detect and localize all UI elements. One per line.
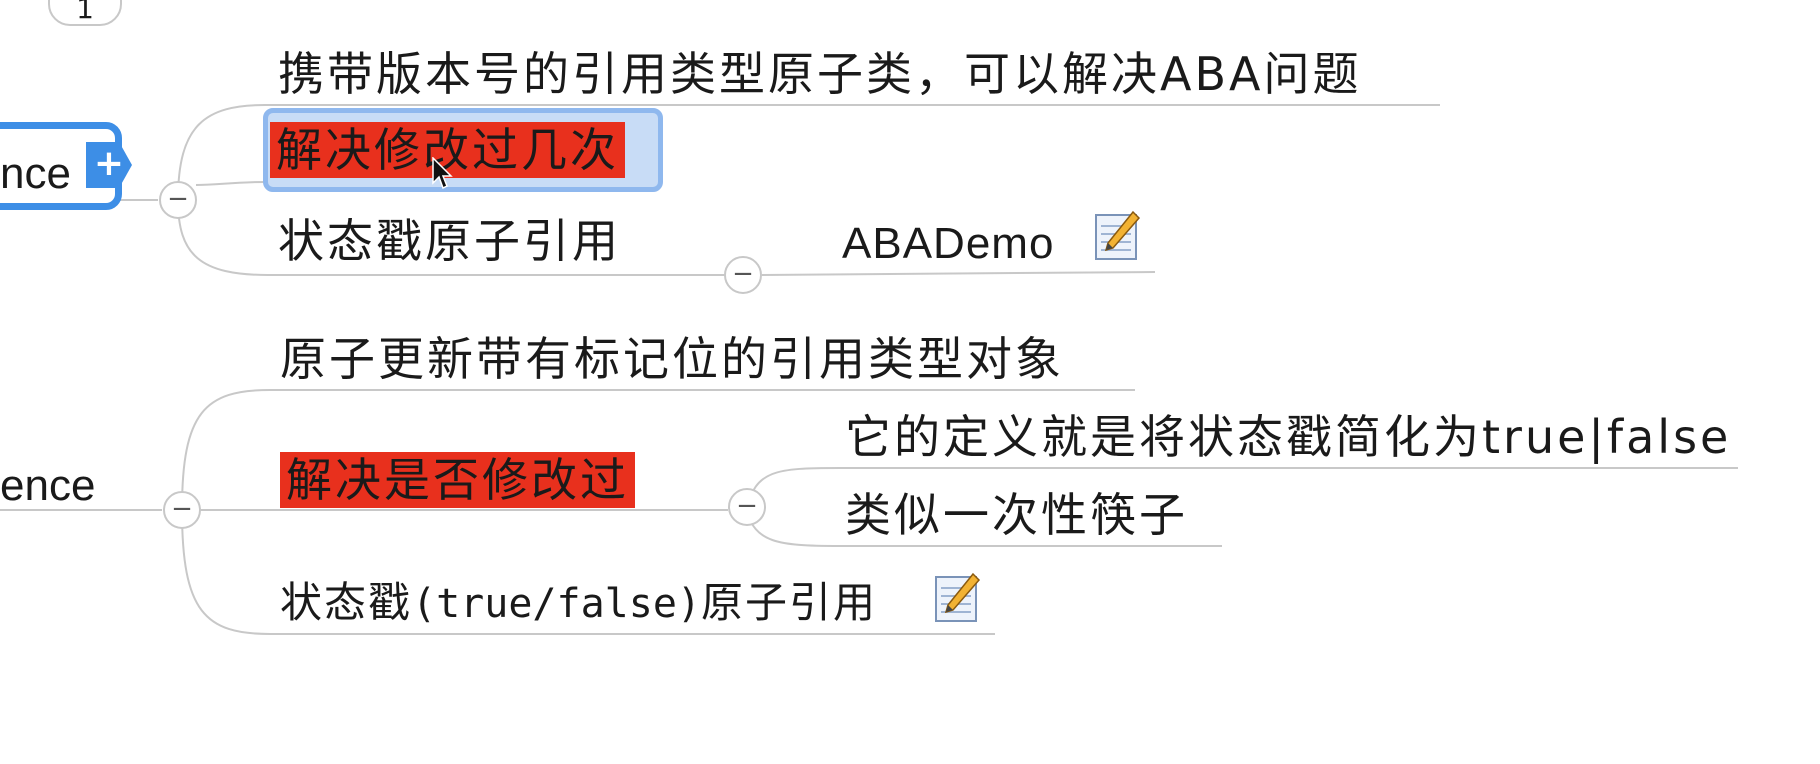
topic-solve-how-many-times[interactable]: 解决修改过几次	[270, 122, 625, 178]
minus-icon: −	[167, 184, 189, 214]
note-pencil-icon[interactable]	[933, 572, 981, 624]
topic-definition-true-false[interactable]: 它的定义就是将状态戳简化为true|false	[845, 410, 1732, 464]
topic-markable-description[interactable]: 原子更新带有标记位的引用类型对象	[280, 332, 1064, 386]
root-node-label-2[interactable]: ence	[0, 461, 96, 510]
topic-stamped-description[interactable]: 携带版本号的引用类型原子类，可以解决ABA问题	[278, 47, 1362, 101]
topic-aba-demo[interactable]: ABADemo	[842, 219, 1055, 268]
minus-icon: −	[732, 259, 754, 289]
collapse-branch1-button[interactable]: −	[159, 181, 197, 219]
topic-disposable-chopsticks[interactable]: 类似一次性筷子	[845, 488, 1188, 542]
minus-icon: −	[736, 491, 758, 521]
topic-counter-badge[interactable]: 1	[48, 0, 122, 26]
mouse-pointer-icon	[432, 157, 453, 190]
topic-solve-whether-modified[interactable]: 解决是否修改过	[280, 452, 635, 508]
note-pencil-icon[interactable]	[1093, 210, 1141, 262]
topic-stamped-reference[interactable]: 状态戳原子引用	[278, 214, 621, 268]
collapse-highlight-branch-button[interactable]: −	[728, 488, 766, 526]
minus-icon: −	[171, 494, 193, 524]
collapse-stamped-reference-button[interactable]: −	[724, 256, 762, 294]
root-node-label: nce	[0, 149, 71, 198]
topic-markable-reference[interactable]: 状态戳(true/false)原子引用	[280, 578, 878, 627]
topic-counter-label: 1	[76, 0, 94, 25]
collapse-branch2-button[interactable]: −	[163, 491, 201, 529]
